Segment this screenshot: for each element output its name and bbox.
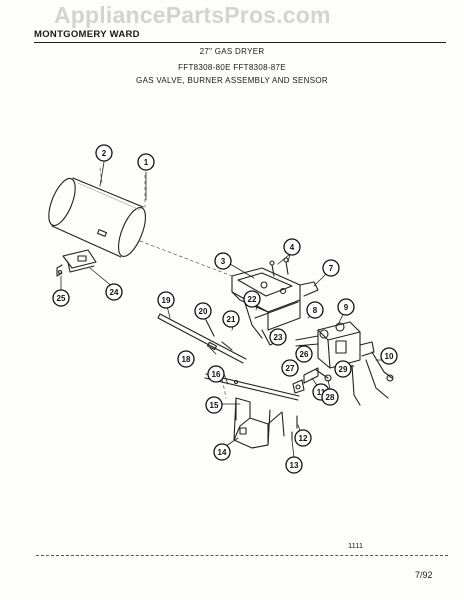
gas-pipe (157, 313, 247, 364)
revision-date: 7/92 (415, 570, 433, 580)
watermark: AppliancePartsPros.com (54, 2, 331, 28)
callout-10: 10 (380, 347, 398, 365)
callout-9: 9 (337, 298, 355, 316)
callout-25: 25 (52, 289, 70, 307)
svg-text:4: 4 (290, 243, 295, 252)
callout-2: 2 (95, 144, 113, 162)
callout-27: 27 (281, 359, 299, 377)
brand-name: MONTGOMERY WARD (34, 29, 140, 40)
screw-20 (205, 319, 215, 337)
header-rule (34, 42, 446, 43)
svg-text:1: 1 (144, 158, 149, 167)
callout-18: 18 (177, 350, 195, 368)
svg-text:12: 12 (299, 434, 308, 443)
callout-14: 14 (213, 443, 231, 461)
svg-text:13: 13 (290, 461, 299, 470)
callout-8: 8 (306, 301, 324, 319)
model-numbers: FFT8308-80E FFT8308-87E (178, 63, 286, 72)
svg-text:2: 2 (102, 149, 107, 158)
svg-text:10: 10 (385, 352, 394, 361)
mounting-screws (269, 257, 289, 277)
section-title: GAS VALVE, BURNER ASSEMBLY AND SENSOR (136, 76, 328, 85)
svg-text:21: 21 (227, 315, 236, 324)
svg-text:16: 16 (212, 370, 221, 379)
model-title: 27" GAS DRYER (199, 47, 265, 56)
svg-text:15: 15 (210, 401, 219, 410)
svg-text:19: 19 (162, 296, 171, 305)
svg-text:8: 8 (313, 306, 318, 315)
callout-16: 16 (207, 365, 225, 383)
callout-15: 15 (205, 396, 223, 414)
svg-text:7: 7 (329, 264, 334, 273)
callout-26: 26 (295, 345, 313, 363)
callout-13: 13 (285, 456, 303, 474)
burner-tube (48, 177, 146, 258)
valve-bracket (233, 397, 285, 449)
callout-22: 22 (243, 290, 261, 308)
svg-text:11: 11 (317, 388, 326, 397)
burner-bracket (231, 267, 301, 346)
orifice-fitting (292, 367, 319, 394)
callout-20: 20 (194, 302, 212, 320)
svg-text:27: 27 (286, 364, 295, 373)
gas-valve (295, 321, 394, 406)
callout-7: 7 (322, 259, 340, 277)
callout-19: 19 (157, 291, 175, 309)
callout-23: 23 (269, 328, 287, 346)
svg-text:29: 29 (339, 365, 348, 374)
svg-text:18: 18 (182, 355, 191, 364)
footer-rule (36, 555, 448, 556)
svg-text:25: 25 (57, 294, 66, 303)
igniter-wire (221, 341, 233, 351)
svg-text:20: 20 (199, 307, 208, 316)
callout-28: 28 (321, 388, 339, 406)
callout-24: 24 (105, 283, 123, 301)
callout-4: 4 (283, 238, 301, 256)
svg-text:26: 26 (300, 350, 309, 359)
svg-text:14: 14 (218, 448, 227, 457)
callout-29: 29 (334, 360, 352, 378)
callout-21: 21 (222, 310, 240, 328)
burner-clip (299, 281, 319, 297)
svg-text:3: 3 (221, 257, 226, 266)
callout-3: 3 (214, 252, 232, 270)
callout-12: 12 (294, 429, 312, 447)
page-header: MONTGOMERY WARD (34, 29, 446, 43)
svg-text:22: 22 (248, 295, 257, 304)
svg-text:24: 24 (110, 288, 119, 297)
svg-text:23: 23 (274, 333, 283, 342)
callout-1: 1 (137, 153, 155, 171)
svg-text:9: 9 (344, 303, 349, 312)
svg-text:28: 28 (326, 393, 335, 402)
flame-sensor (56, 249, 97, 277)
page-code: 1111 (348, 541, 364, 550)
